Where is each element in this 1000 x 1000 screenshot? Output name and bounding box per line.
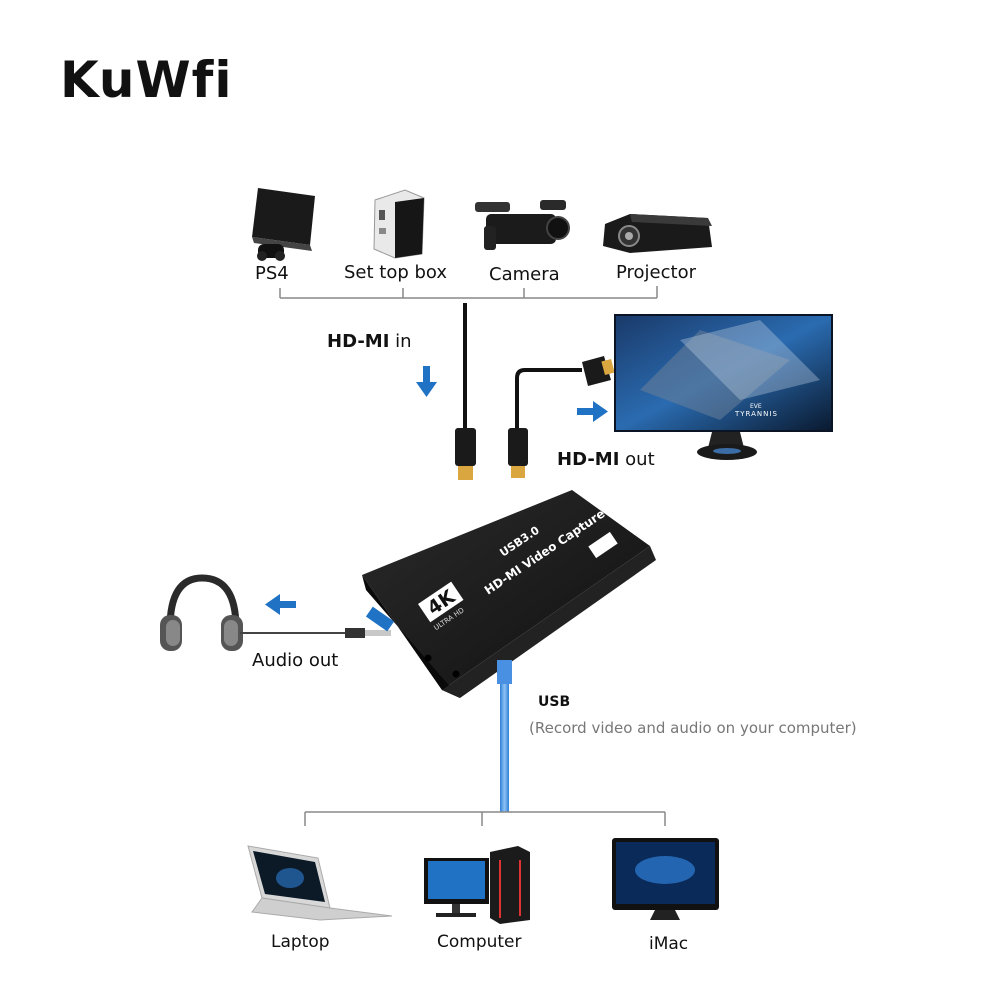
usb-cable [497, 660, 512, 812]
target-label-laptop: Laptop [271, 932, 330, 952]
projector-icon [603, 214, 712, 253]
audio-cable [240, 628, 391, 638]
brand-logo: KuWfi [60, 51, 233, 109]
audio-out-arrow-icon [265, 594, 296, 615]
capture-device: 4K ULTRA HD HD-MI Video Capture USB3.0 [362, 490, 656, 698]
hdmi-in-label-bold: HD-MI [327, 331, 390, 352]
target-connector-lines [304, 811, 666, 826]
audio-out-label: Audio out [252, 650, 339, 671]
hdmi-out-label-bold: HD-MI [557, 449, 620, 470]
source-label-ps4: PS4 [255, 263, 289, 284]
set-top-box-icon [373, 189, 425, 259]
monitor-title-text: TYRANNIS [734, 410, 778, 418]
camera-icon [475, 200, 570, 250]
source-connector-lines [279, 286, 658, 299]
hdmi-in-arrow-icon [416, 366, 437, 397]
usb-note: (Record video and audio on your computer… [529, 719, 857, 737]
hdmi-in-label: HD-MI in [327, 331, 412, 352]
usb-label: USB [538, 694, 571, 710]
target-label-imac: iMac [649, 934, 689, 954]
imac-icon [612, 838, 719, 920]
hdmi-in-cable [455, 303, 476, 480]
monitor-icon: EVE TYRANNIS [614, 314, 833, 460]
computer-icon [424, 846, 530, 924]
monitor-brand-text: EVE [750, 403, 762, 410]
source-label-projector: Projector [616, 262, 696, 283]
hdmi-out-label: HD-MI out [557, 449, 655, 470]
ps4-icon [252, 188, 315, 261]
hdmi-out-label-rest: out [619, 449, 655, 470]
hdmi-out-cable [508, 356, 615, 478]
hdmi-in-label-rest: in [389, 331, 412, 352]
source-label-set-top-box: Set top box [344, 262, 448, 283]
source-label-camera: Camera [489, 264, 560, 285]
headphones-icon [160, 574, 243, 651]
hdmi-out-arrow-icon [577, 401, 608, 422]
target-label-computer: Computer [437, 932, 522, 952]
laptop-icon [247, 845, 393, 921]
